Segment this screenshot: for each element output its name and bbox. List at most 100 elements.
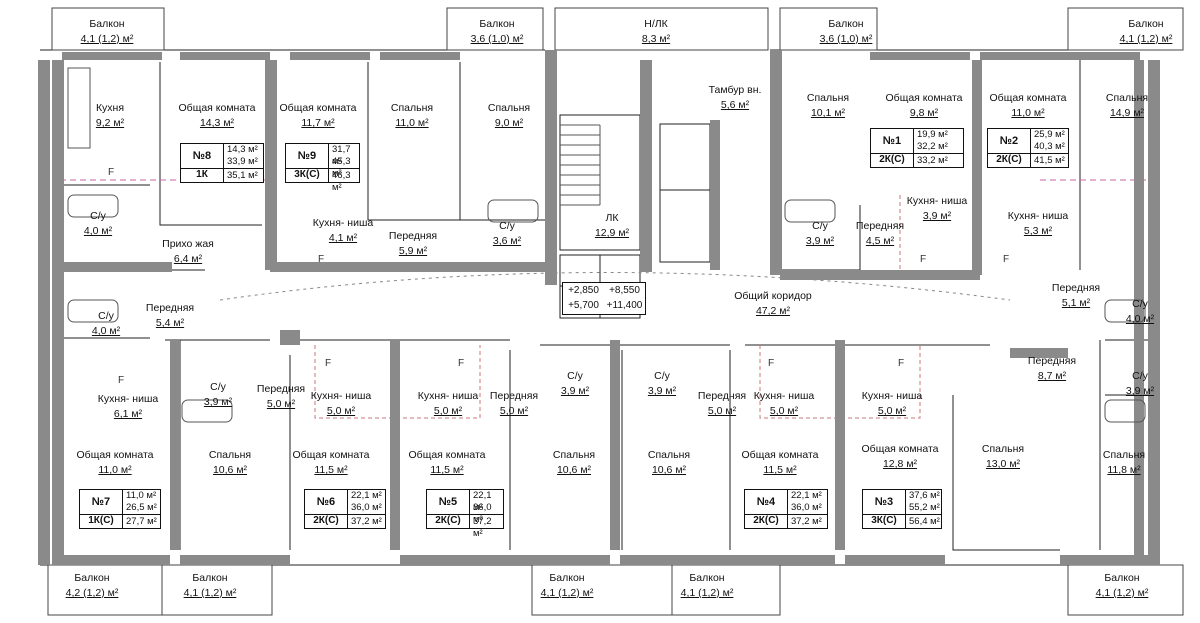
room-area: 5,0 м² [499, 405, 529, 417]
fixture-mark: F [768, 358, 774, 369]
room-name: Передняя [145, 302, 195, 314]
room-name: Спальня [806, 92, 850, 104]
room-label-hall-1: Передняя 4,5 м² [856, 220, 904, 247]
total-area-with-balcony: 35,1 м² [227, 170, 258, 181]
total-area-with-balcony: 37,2 м² [351, 516, 382, 527]
room-name: Спальня [552, 449, 596, 461]
living-area: 31,7 м² [332, 144, 351, 167]
divider [905, 514, 941, 515]
room-name: Кухня- ниша [417, 390, 479, 402]
apartment-type: 2К(С) [988, 153, 1031, 167]
apartment-number: №1 [871, 129, 914, 154]
room-name: С/у [210, 381, 226, 393]
room-area: 4,1 (1,2) м² [1119, 33, 1173, 45]
room-area: 10,6 м² [212, 464, 248, 476]
room-name: Общая комната [408, 449, 486, 461]
total-area: 36,0 м² [351, 502, 382, 513]
room-name: Кухня- ниша [861, 390, 923, 402]
total-area: 40,3 м² [1034, 141, 1065, 152]
room-name: Общая комната [989, 92, 1067, 104]
room-name: С/у [1132, 298, 1148, 310]
room-area: 11,7 м² [301, 117, 335, 129]
room-name: С/у [98, 310, 114, 322]
room-area: 5,0 м² [433, 405, 463, 417]
total-area: 32,2 м² [917, 141, 948, 152]
room-name: Спальня [1105, 92, 1149, 104]
room-name: Спальня [487, 102, 531, 114]
total-area: 45,3 м² [332, 156, 351, 179]
room-name: Кухня- ниша [906, 195, 968, 207]
room-area: 5,0 м² [326, 405, 356, 417]
room-name: Кухня- ниша [312, 217, 374, 229]
room-name: Кухня [95, 102, 125, 114]
apartment-type: 2К(С) [745, 514, 788, 528]
room-area: 5,6 м² [720, 99, 750, 111]
room-name: Балкон [1104, 572, 1140, 584]
elevation-mark: +5,700 [568, 300, 599, 311]
room-area: 3,6 (1,0) м² [470, 33, 524, 45]
room-name: Передняя [855, 220, 905, 232]
total-area: 55,2 м² [909, 502, 940, 513]
room-area: 3,9 м² [203, 396, 233, 408]
total-area: 26,5 м² [126, 502, 157, 513]
divider [223, 168, 263, 169]
room-area: 5,0 м² [877, 405, 907, 417]
room-name: Балкон [689, 572, 725, 584]
room-area: 11,8 м² [1107, 464, 1141, 476]
fixture-mark: F [898, 358, 904, 369]
room-area: 5,9 м² [398, 245, 428, 257]
room-name: Общая комната [292, 449, 370, 461]
room-area: 47,2 м² [755, 305, 791, 317]
apartment-number: №4 [745, 490, 788, 515]
room-area: 4,5 м² [865, 235, 895, 247]
room-area: 5,4 м² [155, 317, 185, 329]
room-area: 3,9 м² [647, 385, 677, 397]
fixture-mark: F [1003, 254, 1009, 265]
room-area: 5,1 м² [1061, 297, 1091, 309]
fixture-mark: F [118, 375, 124, 386]
room-area: 14,9 м² [1109, 107, 1145, 119]
divider [122, 514, 160, 515]
room-name: Кухня- ниша [753, 390, 815, 402]
room-label-wc-6: С/у 3,9 м² [204, 381, 232, 408]
room-area: 4,0 м² [83, 225, 113, 237]
living-area: 22,1 м² [473, 490, 492, 513]
apartment-type: 1К [181, 168, 224, 182]
room-area: 12,8 м² [882, 458, 918, 470]
room-name: Общая комната [861, 443, 939, 455]
room-area: 8,7 м² [1037, 370, 1067, 382]
fixture-mark: F [325, 358, 331, 369]
total-area-with-balcony: 27,7 м² [126, 516, 157, 527]
room-label-hall-7: Передняя 5,4 м² [146, 302, 194, 329]
room-area: 9,2 м² [95, 117, 125, 129]
room-name: Передняя [256, 383, 306, 395]
room-area: 4,1 (1,2) м² [540, 587, 594, 599]
room-name: Балкон [74, 572, 110, 584]
